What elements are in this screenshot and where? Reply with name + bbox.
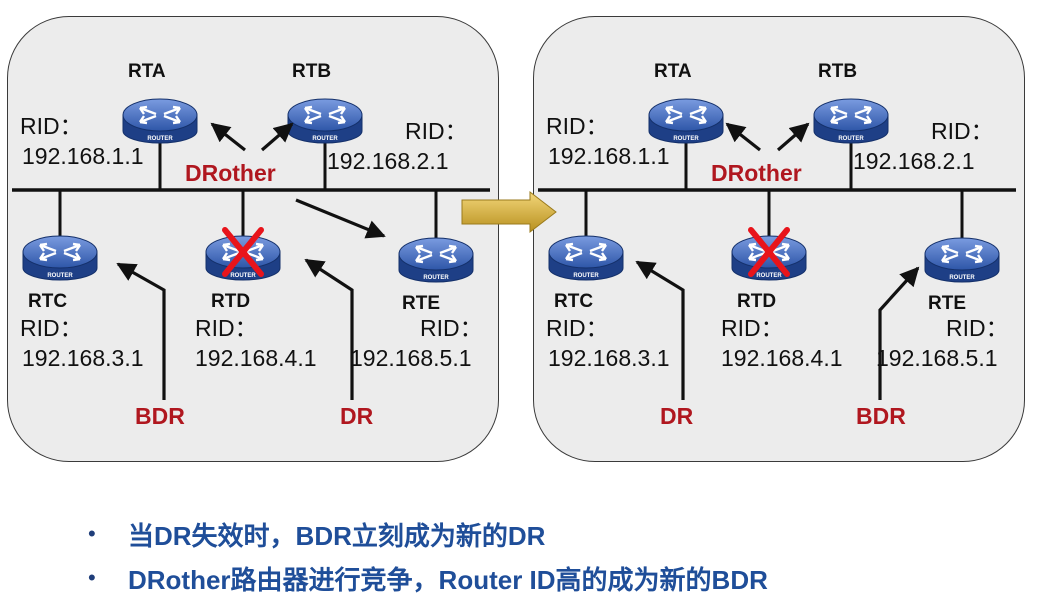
router-badge: ROUTER xyxy=(949,275,975,281)
rid-value-rta: 192.168.1.1 xyxy=(22,143,144,169)
router-name-rtc: RTC xyxy=(28,291,68,312)
arrow-drother-rte xyxy=(295,198,386,239)
rid-value-rtb: 192.168.2.1 xyxy=(853,148,975,174)
router-name-rtb: RTB xyxy=(292,61,332,82)
router-name-rta: RTA xyxy=(128,61,166,82)
router-icon: ROUTER xyxy=(731,235,807,281)
failed-x-icon xyxy=(748,227,790,277)
rid-value-rtd: 192.168.4.1 xyxy=(195,345,317,371)
router-badge: ROUTER xyxy=(673,136,699,142)
rid-value-rtc: 192.168.3.1 xyxy=(548,345,670,371)
rid-label-rtd: RID： xyxy=(721,315,784,341)
router-icon: ROUTER xyxy=(205,235,281,281)
transition-arrow-icon xyxy=(461,190,557,234)
router-badge: ROUTER xyxy=(312,136,338,142)
rid-label-rte: RID： xyxy=(946,315,1009,341)
rid-value-rte: 192.168.5.1 xyxy=(876,345,998,371)
arrow-dr-rtc xyxy=(635,260,685,400)
router-badge: ROUTER xyxy=(423,275,449,281)
router-icon: ROUTER xyxy=(122,98,198,144)
bullet-item: • 当DR失效时，BDR立刻成为新的DR xyxy=(88,512,768,556)
rid-label-rta: RID： xyxy=(20,113,83,139)
bullet-marker: • xyxy=(88,521,96,546)
bullet-marker: • xyxy=(88,565,96,590)
arrow-drother-rtb xyxy=(776,122,810,152)
role-dr-left: DR xyxy=(340,403,374,429)
bullet-item: • DRother路由器进行竞争，Router ID高的成为新的BDR xyxy=(88,556,768,600)
router-name-rtd: RTD xyxy=(737,291,777,312)
router-icon: ROUTER xyxy=(398,237,474,283)
router-name-rtb: RTB xyxy=(818,61,858,82)
role-drother: DRother xyxy=(711,160,802,186)
router-badge: ROUTER xyxy=(756,273,782,279)
summary-bullets: • 当DR失效时，BDR立刻成为新的DR • DRother路由器进行竞争，Ro… xyxy=(88,512,768,600)
rid-label-rtb: RID： xyxy=(405,118,468,144)
router-icon: ROUTER xyxy=(924,237,1000,283)
router-name-rtd: RTD xyxy=(211,291,251,312)
arrow-drother-rtb xyxy=(260,122,294,152)
router-name-rta: RTA xyxy=(654,61,692,82)
rid-value-rta: 192.168.1.1 xyxy=(548,143,670,169)
role-bdr-right: BDR xyxy=(856,403,906,429)
bullet-text: DRother路由器进行竞争，Router ID高的成为新的BDR xyxy=(128,564,768,595)
router-icon: ROUTER xyxy=(287,98,363,144)
router-badge: ROUTER xyxy=(230,273,256,279)
router-icon: ROUTER xyxy=(548,235,624,281)
arrow-dr-rtd xyxy=(304,258,354,400)
router-icon: ROUTER xyxy=(813,98,889,144)
rid-label-rtc: RID： xyxy=(20,315,83,341)
arrow-bdr-rtc xyxy=(116,262,166,400)
rid-value-rte: 192.168.5.1 xyxy=(350,345,472,371)
arrow-drother-rta xyxy=(725,122,761,152)
router-icon: ROUTER xyxy=(22,235,98,281)
arrow-bdr-rte xyxy=(878,266,920,400)
rid-value-rtc: 192.168.3.1 xyxy=(22,345,144,371)
arrow-drother-rta xyxy=(210,122,246,152)
role-dr-right: DR xyxy=(660,403,694,429)
rid-label-rta: RID： xyxy=(546,113,609,139)
router-badge: ROUTER xyxy=(573,273,599,279)
rid-value-rtd: 192.168.4.1 xyxy=(721,345,843,371)
bullet-text: 当DR失效时，BDR立刻成为新的DR xyxy=(128,520,546,551)
router-badge: ROUTER xyxy=(147,136,173,142)
role-bdr-left: BDR xyxy=(135,403,185,429)
router-icon: ROUTER xyxy=(648,98,724,144)
failed-x-icon xyxy=(222,227,264,277)
router-name-rte: RTE xyxy=(402,293,440,314)
router-badge: ROUTER xyxy=(47,273,73,279)
router-name-rtc: RTC xyxy=(554,291,594,312)
role-drother: DRother xyxy=(185,160,276,186)
rid-label-rtb: RID： xyxy=(931,118,994,144)
rid-value-rtb: 192.168.2.1 xyxy=(327,148,449,174)
rid-label-rtc: RID： xyxy=(546,315,609,341)
router-name-rte: RTE xyxy=(928,293,966,314)
rid-label-rtd: RID： xyxy=(195,315,258,341)
rid-label-rte: RID： xyxy=(420,315,483,341)
router-badge: ROUTER xyxy=(838,136,864,142)
